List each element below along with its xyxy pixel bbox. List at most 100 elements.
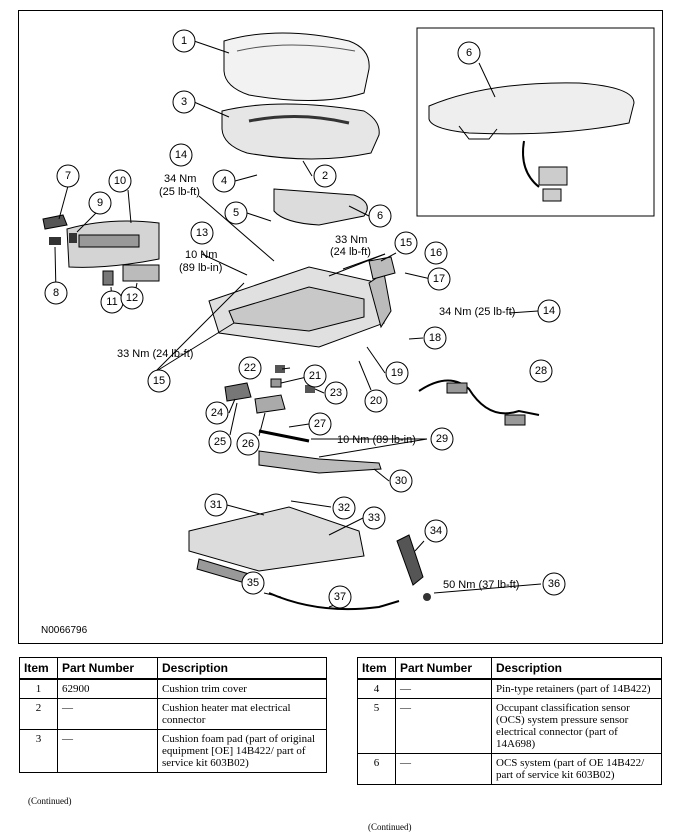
part-7 (42, 214, 68, 230)
part-21 (270, 378, 282, 388)
callout-label: 9 (97, 197, 103, 209)
callout-circle (190, 221, 214, 245)
callout-circle (241, 571, 265, 595)
figure-id: N0066796 (41, 625, 88, 636)
callout-circle (108, 169, 132, 193)
table-row: 5 — Occupant classification sensor (OCS)… (357, 698, 662, 754)
cell-description: OCS system (part of OE 14B422/ part of s… (491, 753, 662, 785)
callout-label: 36 (548, 578, 560, 590)
table-header-row: Item Part Number Description (19, 657, 327, 680)
callout-label: 15 (153, 375, 165, 387)
cell-item: 1 (19, 678, 58, 699)
callout-label: 18 (429, 332, 441, 344)
callout-label: 7 (65, 170, 71, 182)
part-22 (275, 365, 285, 373)
callout-circle (430, 427, 454, 451)
col-header-item: Item (357, 657, 396, 680)
continued-note: (Continued) (368, 822, 412, 832)
part-37-harness (268, 592, 400, 611)
inset-ocs-cushion (428, 82, 635, 135)
part-23 (305, 385, 315, 393)
callout-circle (368, 204, 392, 228)
callout-label: 32 (338, 502, 350, 514)
callout-circle (313, 164, 337, 188)
callout-label: 3 (181, 96, 187, 108)
callout-circle (303, 364, 327, 388)
cell-description: Cushion foam pad (part of original equip… (157, 729, 327, 773)
torque-label: 34 Nm (25 lb-ft) (439, 306, 515, 318)
callout-label: 19 (391, 367, 403, 379)
part-12 (122, 264, 160, 282)
callout-circle (394, 231, 418, 255)
callout-circle (364, 389, 388, 413)
callout-label: 11 (106, 296, 117, 308)
torque-label: 50 Nm (37 lb-ft) (443, 579, 519, 591)
inset-frame (416, 27, 655, 217)
diagram-svg: 1 2 3 4 5 6 6 7 8 9 10 11 12 13 14 14 15… (41, 27, 655, 636)
callout-label: 28 (535, 365, 547, 377)
cell-part-number: 62900 (57, 678, 158, 699)
callout-circle (424, 519, 448, 543)
table-row: 1 62900 Cushion trim cover (19, 678, 327, 699)
callout-circle (427, 267, 451, 291)
callout-circle (204, 493, 228, 517)
callout-circle (389, 469, 413, 493)
callout-circle (120, 286, 144, 310)
cell-description: Cushion heater mat electrical connector (157, 698, 327, 730)
table-row: 2 — Cushion heater mat electrical connec… (19, 698, 327, 730)
torque-label: (89 lb-in) (179, 262, 222, 274)
col-header-description: Description (157, 657, 327, 680)
cell-part-number: — (395, 753, 492, 785)
part-cushion-trim-cover (223, 32, 370, 102)
callout-label: 12 (126, 292, 138, 304)
continued-note: (Continued) (28, 796, 72, 806)
torque-label: 10 Nm (185, 249, 217, 261)
callout-circle (542, 572, 566, 596)
callout-circle (172, 29, 196, 53)
callout-circle (205, 401, 229, 425)
part-36-nut (423, 593, 431, 601)
table-header-row: Item Part Number Description (357, 657, 662, 680)
callout-label: 24 (211, 407, 223, 419)
callout-label: 35 (247, 577, 259, 589)
callout-label: 34 (430, 525, 442, 537)
part-ocs-mat (273, 188, 368, 226)
callout-label: 14 (175, 149, 187, 161)
callout-label: 15 (400, 237, 412, 249)
callout-circle (238, 356, 262, 380)
callout-label: 1 (181, 35, 187, 47)
callout-circle (147, 369, 171, 393)
callout-label: 20 (370, 395, 382, 407)
cell-item: 2 (19, 698, 58, 730)
callout-circle (236, 432, 260, 456)
col-header-description: Description (491, 657, 662, 680)
cell-description: Pin-type retainers (part of 14B422) (491, 678, 662, 699)
callout-circle (44, 281, 68, 305)
torque-label: (25 lb-ft) (159, 186, 200, 198)
callout-label: 4 (221, 175, 227, 187)
part-26 (254, 394, 286, 414)
callout-circle (212, 169, 236, 193)
callout-circle (172, 90, 196, 114)
callout-label: 2 (322, 170, 328, 182)
table-row: 6 — OCS system (part of OE 14B422/ part … (357, 753, 662, 785)
part-24 (224, 382, 252, 402)
cell-item: 6 (357, 753, 396, 785)
callout-circle (362, 506, 386, 530)
callout-circle (457, 41, 481, 65)
callout-label: 6 (466, 47, 472, 59)
callout-circle (529, 359, 553, 383)
part-seat-track (188, 506, 365, 572)
table-row: 4 — Pin-type retainers (part of 14B422) (357, 678, 662, 699)
callout-circle (332, 496, 356, 520)
callout-label: 31 (210, 499, 222, 511)
parts-table-left: Item Part Number Description 1 62900 Cus… (19, 657, 327, 773)
callout-label: 30 (395, 475, 407, 487)
callout-label: 29 (436, 433, 448, 445)
callout-label: 23 (330, 387, 342, 399)
callout-label: 8 (53, 287, 59, 299)
callout-circle (328, 585, 352, 609)
callout-label: 17 (433, 273, 445, 285)
callout-circle (423, 326, 447, 350)
cell-item: 5 (357, 698, 396, 754)
